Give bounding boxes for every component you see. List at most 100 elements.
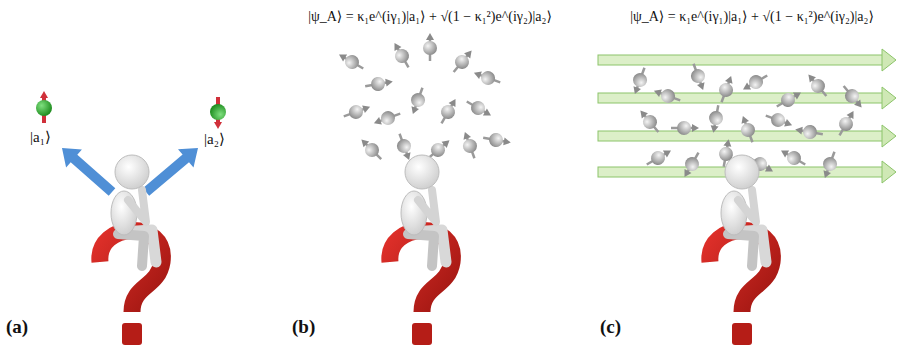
question-mark-dot (412, 323, 432, 345)
art-shape (373, 117, 382, 127)
field-arrow (598, 93, 884, 103)
figure-arm (738, 190, 756, 222)
art-shape (438, 102, 457, 121)
spin (341, 100, 372, 123)
spin (364, 75, 394, 94)
art-shape (648, 148, 667, 167)
spin (628, 65, 651, 96)
field-arrow-head (882, 125, 896, 147)
figure-leg (728, 234, 754, 266)
spin (838, 82, 867, 112)
question-mark-dot (122, 323, 142, 345)
question-mark-dot (732, 323, 752, 345)
art-shape (682, 154, 701, 173)
art-shape (342, 52, 361, 71)
panel-label: (b) (292, 316, 315, 338)
spin (463, 95, 494, 121)
art-shape (677, 121, 691, 135)
state-label: |a₁⟩ (30, 128, 51, 146)
art-shape (479, 69, 497, 87)
field-arrow-head (882, 87, 896, 109)
question-mark (710, 230, 773, 312)
art-shape (40, 91, 48, 98)
art-shape (795, 125, 803, 134)
spin (794, 123, 824, 142)
question-mark (100, 230, 163, 312)
art-shape (808, 76, 828, 96)
spin (210, 97, 226, 129)
spin (778, 144, 809, 170)
art-shape (370, 76, 386, 92)
spin (635, 106, 664, 136)
state-label: |a₂⟩ (204, 130, 225, 148)
art-shape (428, 140, 448, 160)
choice-arrow (143, 148, 198, 196)
art-shape (631, 71, 649, 89)
art-shape (739, 115, 749, 124)
spin (356, 134, 386, 164)
art-shape (423, 41, 437, 55)
art-shape (659, 87, 677, 105)
spin (423, 33, 437, 61)
figure-leg (408, 234, 434, 266)
spin (687, 61, 710, 92)
art-shape (692, 124, 699, 132)
art-shape (725, 75, 735, 84)
thinking-figure (100, 155, 163, 345)
art-shape (784, 148, 803, 167)
art-shape (723, 139, 732, 147)
art-shape (802, 124, 818, 140)
art-shape (739, 121, 757, 139)
figure-arm (128, 190, 146, 222)
art-shape (409, 106, 419, 115)
thinking-figure (710, 155, 773, 345)
spin (448, 46, 477, 76)
art-shape (631, 86, 641, 95)
spin (652, 84, 683, 107)
art-shape (746, 72, 765, 91)
spin (740, 69, 771, 95)
art-shape (362, 103, 371, 113)
art-shape (461, 131, 471, 140)
art-shape (708, 110, 724, 126)
spin (472, 66, 503, 89)
spin (763, 109, 794, 132)
art-shape (503, 137, 511, 146)
figure-arm (418, 190, 436, 222)
spin (482, 131, 512, 150)
art-shape (473, 69, 482, 79)
spin (643, 144, 674, 170)
art-shape (214, 122, 222, 129)
art-shape (461, 137, 479, 155)
question-mark (390, 230, 453, 312)
art-shape (842, 86, 862, 106)
art-shape (488, 132, 504, 148)
panel-label: (a) (6, 316, 28, 338)
figure-leg (118, 234, 144, 266)
art-shape (640, 112, 660, 132)
spin (833, 108, 859, 139)
figure-torso (401, 191, 427, 235)
state-equation: |ψ_A⟩ = κ₁e^(iγ₁)|a₁⟩ + √(1 − κ₁²)e^(iγ₂… (308, 8, 552, 25)
spin (36, 91, 52, 123)
art-shape (709, 125, 718, 133)
spin (715, 74, 738, 105)
field-arrow-head (882, 49, 896, 71)
spin (435, 96, 461, 127)
spin (406, 85, 429, 116)
spin (372, 107, 403, 130)
art-shape (697, 82, 707, 91)
art-shape (385, 77, 393, 86)
art-shape (395, 137, 413, 155)
art-shape (653, 87, 662, 97)
figure-head (115, 155, 149, 189)
spin (388, 40, 414, 71)
figure-torso (721, 191, 747, 235)
art-shape (689, 67, 707, 85)
art-shape (778, 90, 797, 109)
art-shape (392, 46, 411, 65)
spin (803, 70, 832, 100)
choice-arrow (62, 148, 115, 196)
spin (818, 149, 841, 180)
field-arrow (598, 55, 884, 65)
